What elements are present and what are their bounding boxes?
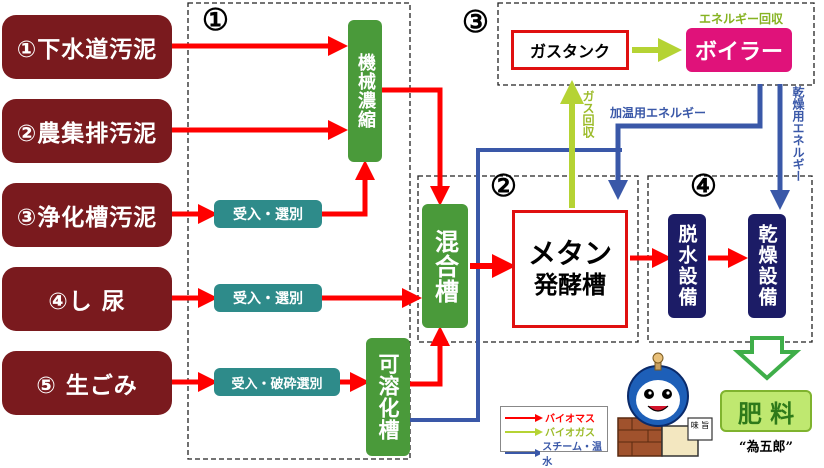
gas-recovery-label: ガス回収 — [581, 90, 595, 138]
legend-item: バイオマス — [505, 410, 595, 425]
methane-label: メタン — [527, 236, 612, 270]
source-sewage-sludge: ①下水道汚泥 — [2, 15, 172, 79]
fermentation-label: 発酵槽 — [534, 271, 606, 300]
source-garbage: ⑤ 生ごみ — [2, 351, 172, 415]
legend: バイオマス バイオガス スチーム・温水 — [500, 406, 608, 468]
mechanical-thickening: 機械濃縮 — [348, 20, 382, 162]
intake-select-2: 受入・選別 — [214, 284, 322, 312]
heating-energy-label: 加温用エネルギー — [610, 106, 707, 120]
fertilizer-product: 肥 料 — [720, 390, 812, 432]
gas-tank: ガスタンク — [511, 30, 629, 70]
section-1-number: ① — [202, 3, 229, 38]
arrow-sol-mix — [410, 326, 450, 387]
methane-fermentation-tank: メタン 発酵槽 — [512, 210, 628, 328]
intake-select-1: 受入・選別 — [214, 200, 322, 228]
section-3-number: ③ — [462, 5, 489, 40]
solubilization-tank: 可溶化槽 — [366, 338, 410, 456]
drying-equipment: 乾燥設備 — [748, 214, 786, 318]
heating-energy-line — [608, 84, 763, 200]
steam-line-solubilization — [410, 148, 622, 422]
fertilizer-brand: “為五郎” — [739, 440, 793, 455]
arrow-septic-thick — [322, 160, 375, 217]
section-2-number: ② — [490, 169, 517, 204]
intake-crush-select: 受入・破砕選別 — [214, 368, 340, 396]
legend-item: スチーム・温水 — [505, 438, 607, 468]
mascot-sign-text: 味 旨 — [691, 420, 710, 430]
section-1-box — [187, 2, 411, 460]
dewatering-equipment: 脱水設備 — [668, 214, 706, 318]
section-3-box — [497, 2, 815, 86]
energy-recovery-label: エネルギー回収 — [698, 12, 783, 26]
section-2-box — [417, 175, 639, 343]
mixing-tank: 混合槽 — [422, 204, 468, 328]
to-fertilizer-arrow — [732, 336, 802, 381]
source-septic-sludge: ③浄化槽汚泥 — [2, 183, 172, 247]
boiler: ボイラー — [686, 28, 792, 72]
section-4-number: ④ — [690, 169, 717, 204]
drying-energy-label: 乾燥用エネルギー — [791, 86, 805, 182]
source-farm-sludge: ②農集排汚泥 — [2, 99, 172, 163]
legend-item: バイオガス — [505, 424, 595, 439]
mascot-illustration: 味 旨 — [617, 352, 713, 457]
arrow-thick-mix — [382, 87, 450, 206]
source-night-soil: ④し 尿 — [2, 267, 172, 331]
